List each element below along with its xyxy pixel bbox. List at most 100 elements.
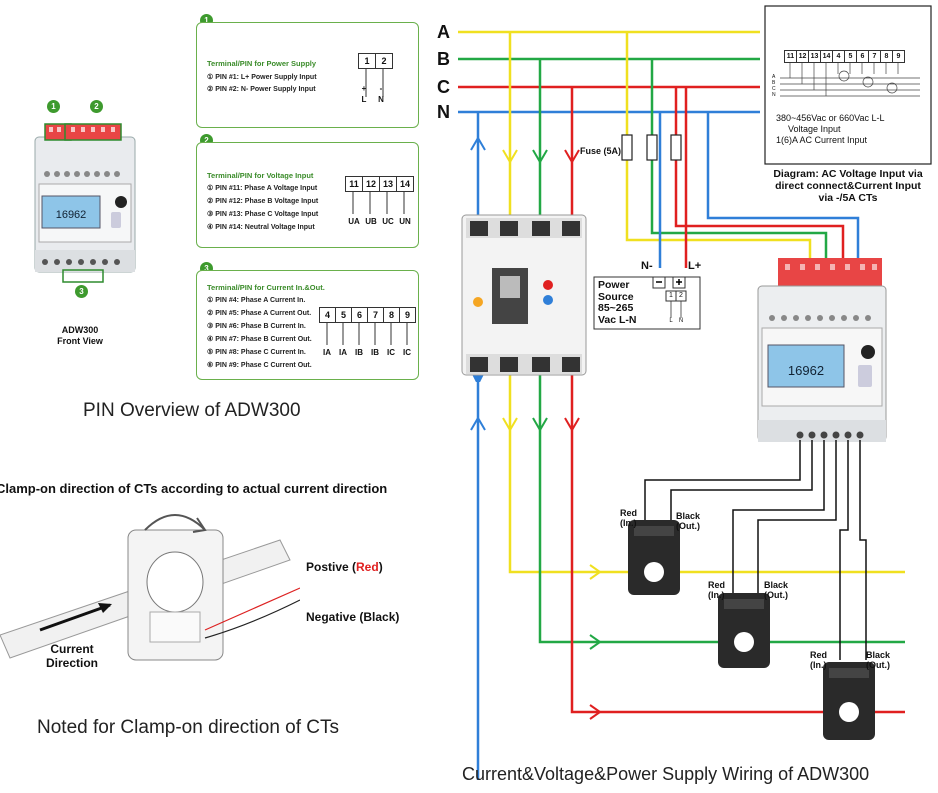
power-source-label: Power Source 85~265 Vac L-N	[598, 279, 637, 326]
card-row: ④ PIN #7: Phase B Current Out.	[207, 336, 312, 343]
inset-caption-line: direct connect&Current Input	[775, 180, 921, 192]
phase-label-n: N	[437, 102, 450, 122]
card-row: ③ PIN #6: Phase B Current In.	[207, 323, 306, 330]
inset-phase-label: N	[772, 92, 776, 98]
positive-close-text: )	[378, 560, 383, 574]
positive-label: Postive (Red)	[306, 560, 383, 574]
ct-label-line: (In.)	[810, 660, 827, 670]
card-row: ② PIN #12: Phase B Voltage Input	[207, 198, 319, 205]
card-row: ① PIN #11: Phase A Voltage Input	[207, 185, 318, 192]
inset-pin-row: 11 12 13 14 4 5 6 7 8 9	[784, 50, 905, 63]
ct3-black-label: Black(Out.)	[866, 650, 890, 670]
ct-label-line: Red	[620, 508, 638, 518]
ct1-red-label: Red(In.)	[620, 508, 637, 528]
power-source-line: 85~265	[598, 302, 634, 314]
n-minus-label: N-	[641, 260, 653, 272]
inset-caption: Diagram: AC Voltage Input via direct con…	[760, 168, 936, 204]
card-row: ② PIN #2: N- Power Supply Input	[207, 86, 316, 93]
card-current-io: Terminal/PIN for Current In.&Out. ① PIN …	[196, 270, 419, 380]
device-view-label: Front View	[57, 336, 103, 346]
current-direction-line: Current	[50, 642, 94, 656]
ps-pin: 2	[679, 292, 683, 299]
power-source-line: Power	[598, 279, 630, 291]
card-row: ① PIN #1: L+ Power Supply Input	[207, 74, 317, 81]
pin-sub-label: L	[361, 95, 367, 104]
pin-number: 12	[363, 177, 380, 191]
power-source-line: Vac L-N	[598, 313, 637, 326]
ct-label-line: Red	[810, 650, 828, 660]
power-source-box	[593, 276, 701, 330]
card-power-supply: Terminal/PIN for Power Supply ① PIN #1: …	[196, 22, 419, 128]
ct-sensor	[628, 520, 680, 595]
wiring-caption: Current&Voltage&Power Supply Wiring of A…	[462, 764, 870, 784]
pin-number: 2	[381, 56, 387, 66]
pin-number: 6	[352, 308, 368, 322]
pin-leads	[326, 323, 408, 345]
pin-leads	[352, 192, 405, 214]
inset-pin: 6	[857, 51, 869, 62]
pin-number: 11	[346, 177, 363, 191]
pin-number: 1	[359, 54, 376, 68]
badge-2: 2	[90, 100, 103, 113]
inset-phase-label: A	[772, 74, 776, 80]
ps-sub: L	[669, 318, 673, 324]
ps-sub: N	[678, 318, 684, 324]
badge-1: 1	[47, 100, 60, 113]
pin-number: 7	[368, 308, 384, 322]
ct-label-line: Black	[764, 580, 789, 590]
fuse-label: Fuse (5A)	[580, 146, 622, 156]
pin-sub-label: N	[378, 95, 384, 104]
pin-leads	[365, 69, 384, 97]
inset-caption-line: via -/5A CTs	[818, 192, 878, 204]
meter-lcd-value: 16962	[788, 363, 824, 378]
inset-pin: 5	[845, 51, 857, 62]
inset-pin: 11	[785, 51, 797, 62]
pin-sub-label: UA	[348, 217, 360, 226]
adw300-meter	[757, 258, 887, 442]
ct3-red-label: Red(In.)	[810, 650, 827, 670]
pin-sub-label: IB	[355, 348, 363, 357]
card-row: ② PIN #5: Phase A Current Out.	[207, 310, 312, 317]
ct-label-line: Red	[708, 580, 726, 590]
pin-sub-label: UC	[382, 217, 394, 226]
phase-label-a: A	[437, 22, 450, 42]
pin-number: 8	[384, 308, 400, 322]
inset-note: 380~456Vac or 660Vac L-L Voltage Input 1…	[776, 113, 926, 146]
pin-sub-label: IA	[339, 348, 347, 357]
inset-diagram-box	[764, 5, 932, 165]
inset-pin: 7	[869, 51, 881, 62]
pin-number: 14	[399, 179, 410, 189]
current-direction-line: Direction	[45, 656, 98, 670]
circuit-breaker	[461, 214, 587, 376]
pin-sign: -	[379, 84, 383, 93]
card-row: ⑤ PIN #8: Phase C Current In.	[207, 349, 306, 356]
card-title: Terminal/PIN for Current In.&Out.	[207, 283, 325, 292]
inset-caption-line: Diagram: AC Voltage Input via	[773, 168, 923, 180]
clamp-ct-illustration	[0, 514, 300, 661]
ct1-black-label: Black(Out.)	[676, 511, 700, 531]
inset-note-line: 1(6)A AC Current Input	[776, 135, 868, 145]
pin-number: 13	[380, 177, 397, 191]
clamp-caption: Noted for Clamp-on direction of CTs	[37, 717, 340, 738]
pin-sub-label: IB	[371, 348, 379, 357]
ct2-red-label: Red(In.)	[708, 580, 725, 600]
ct-label-line: (In.)	[620, 518, 637, 528]
negative-label: Negative (Black)	[306, 610, 400, 624]
pin-sub-label: IA	[323, 348, 331, 357]
inset-note-line: 380~456Vac or 660Vac L-L	[776, 113, 885, 123]
current-direction-label: Current Direction	[42, 642, 102, 670]
card-title: Terminal/PIN for Power Supply	[207, 59, 317, 68]
pin-box: 4 5 6 7 8 9	[319, 307, 416, 323]
inset-pin: 9	[896, 53, 901, 60]
card-voltage-input: Terminal/PIN for Voltage Input ① PIN #11…	[196, 142, 419, 248]
card-row: ① PIN #4: Phase A Current In.	[207, 297, 306, 304]
positive-red-text: Red	[356, 560, 379, 574]
inset-pin: 12	[797, 51, 809, 62]
power-source-line: Source	[598, 290, 634, 303]
ct-label-line: Black	[866, 650, 891, 660]
card-row: ④ PIN #14: Neutral Voltage Input	[207, 224, 315, 231]
inset-pin: 14	[821, 51, 833, 62]
card-row: ⑥ PIN #9: Phase C Current Out.	[207, 362, 312, 369]
clamp-heading: Clamp-on direction of CTs according to a…	[0, 481, 388, 496]
inset-phase-label: C	[772, 86, 776, 92]
